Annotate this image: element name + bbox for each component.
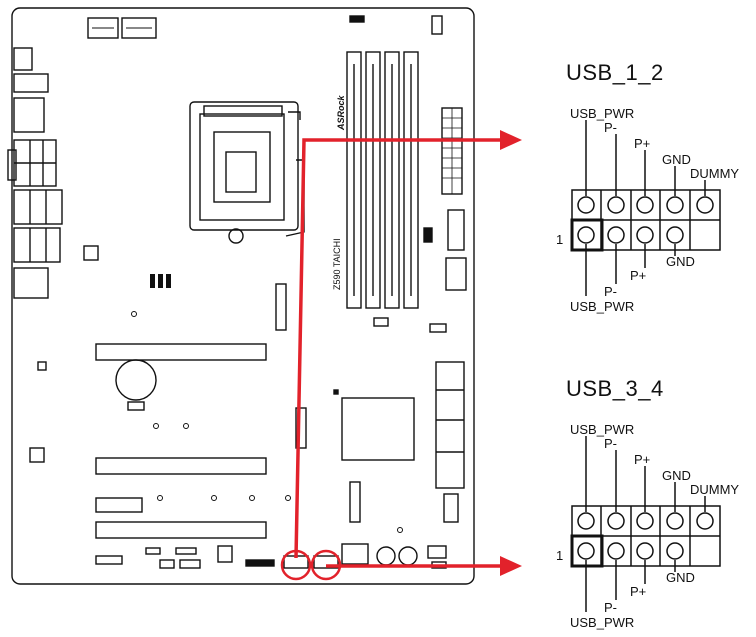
usb-3-4-pin-p-minus-top: P- — [604, 436, 617, 451]
cpu-socket — [189, 101, 299, 231]
usb-1-2-pin-gnd-bottom: GND — [666, 254, 695, 269]
usb-1-2-pin1-marker: 1 — [556, 232, 563, 247]
highlight-callouts — [280, 130, 522, 581]
usb-header-3-4-on-board — [313, 555, 339, 569]
usb-3-4-pin-gnd-bottom: GND — [666, 570, 695, 585]
usb-3-4-highlight-circle — [310, 549, 342, 581]
arrow-usb-1-2-icon — [500, 130, 522, 150]
usb-3-4-pin-usb-pwr-bottom: USB_PWR — [570, 615, 634, 630]
usb-1-2-pin-gnd-top: GND — [662, 152, 691, 167]
pcie-slot-2 — [95, 457, 267, 475]
motherboard-outline — [7, 7, 475, 585]
usb-1-2-pin-usb-pwr-top: USB_PWR — [570, 106, 634, 121]
usb-1-2-title: USB_1_2 — [566, 60, 664, 85]
atx12v-connector-b — [121, 17, 157, 39]
usb-1-2-pin-dummy: DUMMY — [690, 166, 739, 181]
usb-3-4-pin-usb-pwr-top: USB_PWR — [570, 422, 634, 437]
usb-3-4-pinout: USB_3_4 USB_PWR P- P+ GND DUMMY 1 GN — [556, 376, 739, 630]
atx12v-connector-a — [87, 17, 119, 39]
board-brand-label: ASRock — [336, 94, 346, 131]
usb-1-2-pinout: USB_1_2 USB_PWR P- P+ GND DUMM — [556, 60, 739, 314]
usb-3-4-pin-dummy: DUMMY — [690, 482, 739, 497]
usb-1-2-pin-p-minus-bottom: P- — [604, 284, 617, 299]
usb-3-4-pin-gnd-top: GND — [662, 468, 691, 483]
usb-1-2-pin-p-plus-bottom: P+ — [630, 268, 646, 283]
usb-3-4-title: USB_3_4 — [566, 376, 664, 401]
usb-3-4-pin-p-plus-bottom: P+ — [630, 584, 646, 599]
arrow-usb-3-4-icon — [500, 556, 522, 576]
dimm-slots — [346, 51, 419, 309]
pcie-slot-1 — [95, 343, 267, 361]
usb-3-4-pin-p-plus-top: P+ — [634, 452, 650, 467]
usb-1-2-pin-p-minus-top: P- — [604, 120, 617, 135]
usb-3-4-pin-p-minus-bottom: P- — [604, 600, 617, 615]
usb-1-2-pin-p-plus-top: P+ — [634, 136, 650, 151]
cmos-battery — [115, 359, 157, 401]
chipset — [341, 397, 415, 461]
usb-1-2-pin-usb-pwr-bottom: USB_PWR — [570, 299, 634, 314]
pcie-slot-3 — [95, 521, 267, 539]
usb-1-2-highlight-circle — [280, 549, 312, 581]
usb-3-4-pin1-marker: 1 — [556, 548, 563, 563]
board-model-label: Z590 TAICHI — [332, 238, 342, 290]
